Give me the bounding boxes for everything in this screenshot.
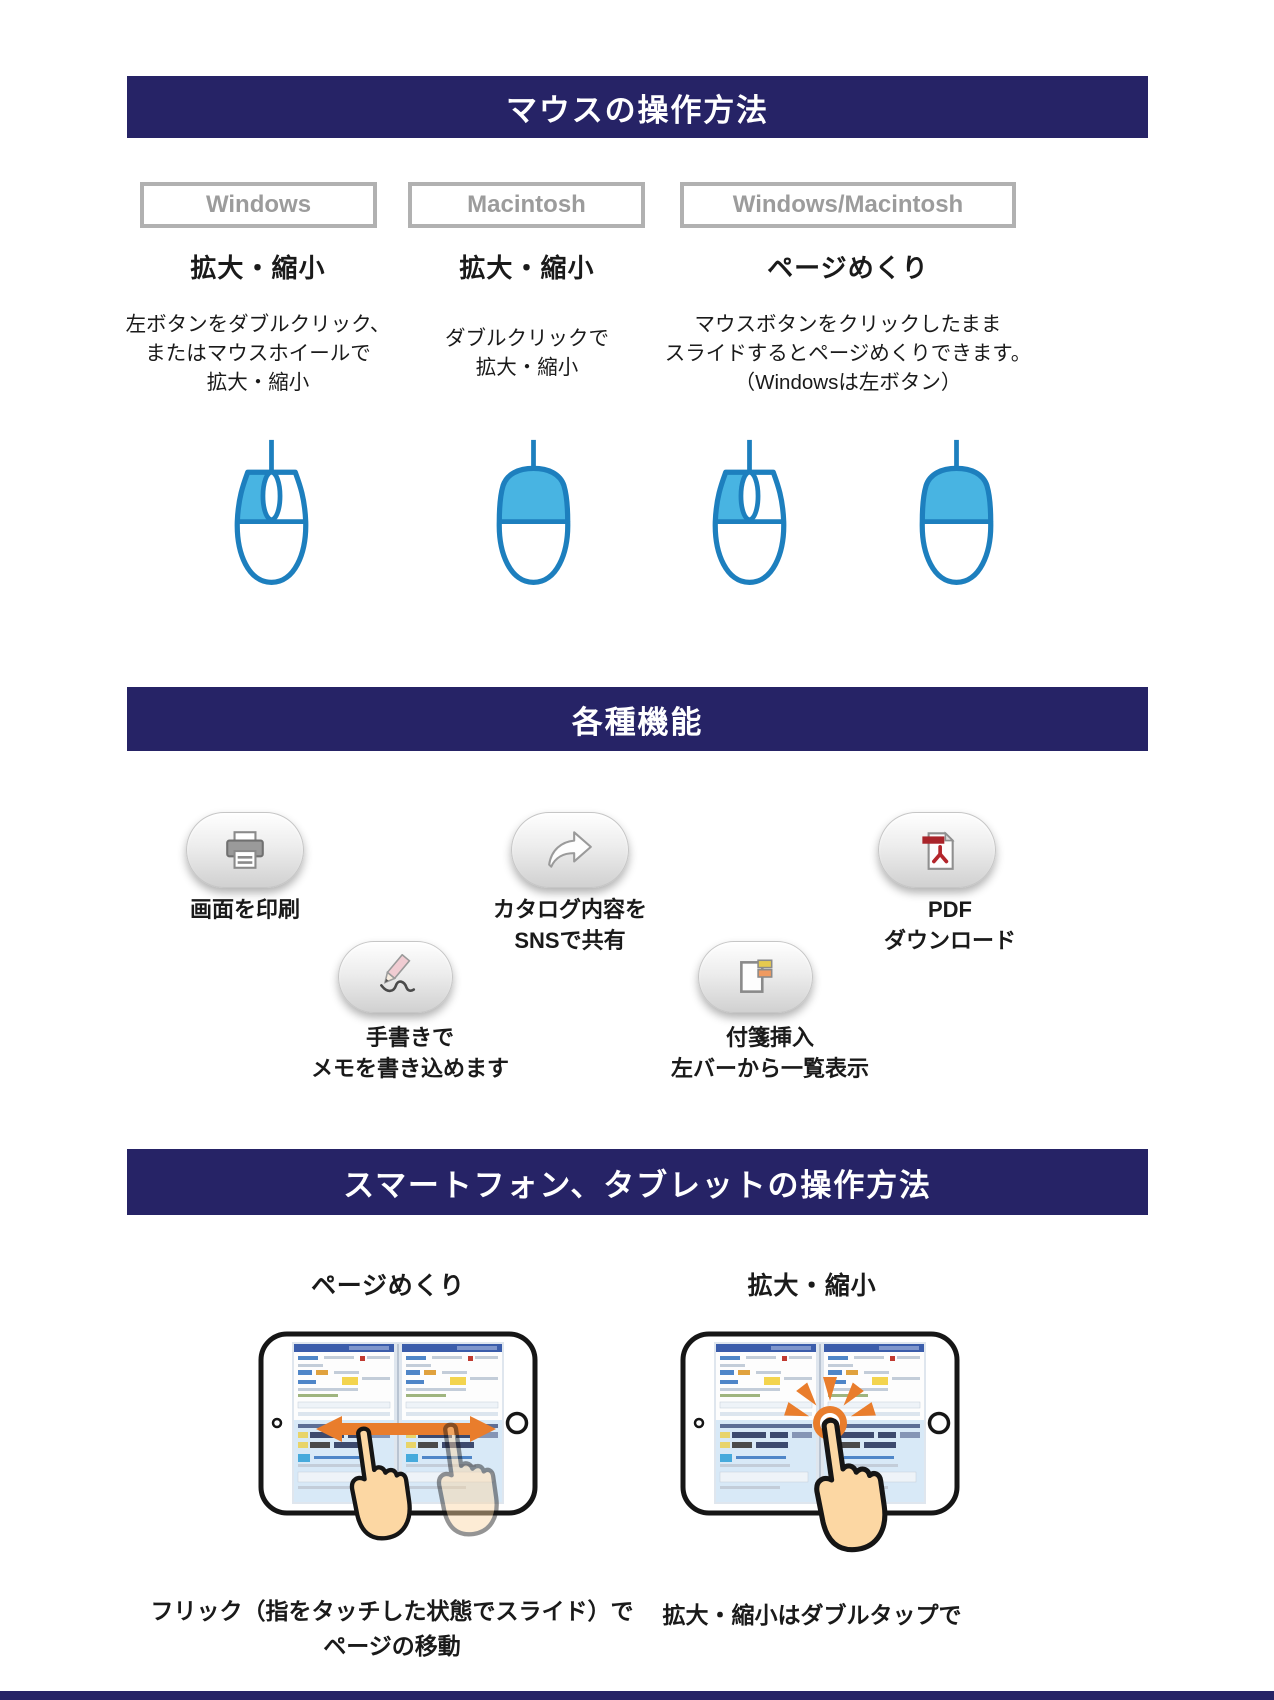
platform-box-windows: Windows — [140, 182, 377, 228]
pdf-label: PDF ダウンロード — [883, 897, 1016, 954]
share-button[interactable] — [511, 812, 629, 888]
touch-zoom-caption: 拡大・縮小はダブルタップで — [662, 1602, 962, 1628]
sticky-note-icon — [739, 959, 772, 993]
mac-mouse-illustration-2 — [909, 438, 1004, 590]
platform-box-windows-macintosh: Windows/Macintosh — [680, 182, 1016, 228]
tablet-tap-illustration — [680, 1331, 960, 1581]
windows-mouse-illustration — [224, 438, 319, 590]
pageflip-heading: ページめくり — [767, 253, 929, 283]
pdf-icon — [922, 831, 955, 870]
windows-mouse-illustration-2 — [702, 438, 797, 590]
share-icon — [548, 831, 592, 868]
touch-zoom-heading: 拡大・縮小 — [747, 1272, 877, 1300]
handwriting-label: 手書きで メモを書き込めます — [310, 1025, 509, 1082]
pencil-icon — [379, 954, 415, 993]
sticky-note-button[interactable] — [698, 941, 813, 1013]
tablet-swipe-illustration — [258, 1331, 538, 1581]
sticky-note-label: 付箋挿入 左バーから一覧表示 — [670, 1025, 869, 1082]
touch-section-header: スマートフォン、タブレットの操作方法 — [127, 1149, 1148, 1215]
zoom-desc-windows: 左ボタンをダブルクリック、 またはマウスホイールで 拡大・縮小 — [125, 313, 391, 395]
platform-label-macintosh: Macintosh — [467, 191, 586, 218]
print-label: 画面を印刷 — [189, 897, 300, 922]
platform-label-windows-macintosh: Windows/Macintosh — [732, 191, 964, 218]
touch-pageflip-heading: ページめくり — [310, 1272, 465, 1300]
zoom-desc-macintosh: ダブルクリックで 拡大・縮小 — [445, 327, 609, 380]
print-button[interactable] — [186, 812, 304, 888]
mac-mouse-illustration — [486, 438, 581, 590]
zoom-heading-windows: 拡大・縮小 — [190, 253, 326, 283]
platform-box-macintosh: Macintosh — [408, 182, 645, 228]
mouse-section-title: マウスの操作方法 — [506, 92, 769, 128]
mouse-section-header: マウスの操作方法 — [127, 76, 1148, 138]
platform-label-windows: Windows — [205, 191, 312, 218]
pdf-download-button[interactable] — [878, 812, 996, 888]
zoom-heading-macintosh: 拡大・縮小 — [459, 253, 595, 283]
functions-section-title: 各種機能 — [571, 704, 704, 740]
functions-section-header: 各種機能 — [127, 687, 1148, 751]
touch-section-title: スマートフォン、タブレットの操作方法 — [343, 1167, 932, 1203]
touch-pageflip-caption: フリック（指をタッチした状態でスライド）で ページの移動 — [150, 1598, 634, 1659]
bottom-bar — [0, 1691, 1274, 1700]
handwriting-button[interactable] — [338, 941, 453, 1013]
pageflip-desc: マウスボタンをクリックしたまま スライドするとページめくりできます。 （Wind… — [664, 313, 1032, 395]
share-label: カタログ内容を SNSで共有 — [492, 897, 647, 954]
printer-icon — [226, 831, 264, 869]
